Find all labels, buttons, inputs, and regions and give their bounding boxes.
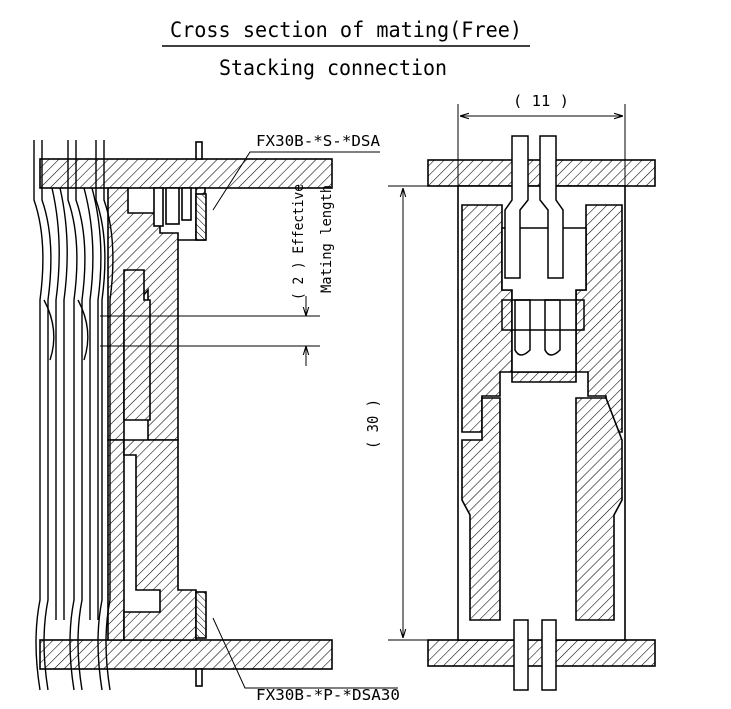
top-slot-3 xyxy=(181,187,192,221)
side-section-view xyxy=(33,140,398,691)
bottom-fitting xyxy=(195,591,207,639)
receptacle-part-label: FX30B-*S-*DSA xyxy=(256,132,380,150)
mating-length-label: Mating length xyxy=(319,185,335,293)
housing-lower-body xyxy=(123,439,197,641)
front-plug-right xyxy=(575,397,623,621)
receptacle-tongue xyxy=(123,269,151,421)
top-fitting-tail xyxy=(195,141,203,160)
top-slot-2 xyxy=(165,187,180,225)
top-fitting xyxy=(195,193,207,241)
title-line-1: Cross section of mating(Free) xyxy=(170,18,522,42)
title-line-2: Stacking connection xyxy=(219,56,447,80)
plug-part-label: FX30B-*P-*DSA30 xyxy=(256,686,400,704)
front-plug xyxy=(461,397,501,621)
plug-leader xyxy=(212,617,398,689)
effective-mating-label: ( 2 ) Effective xyxy=(291,184,307,300)
height-dim-label: ( 30 ) xyxy=(364,399,382,449)
width-dim-label: ( 11 ) xyxy=(513,92,569,110)
top-pcb xyxy=(39,158,333,189)
front-section-view xyxy=(388,104,656,691)
front-contacts-top xyxy=(501,135,585,356)
bottom-fitting-tail xyxy=(195,668,203,687)
contacts xyxy=(33,140,114,691)
bottom-pcb xyxy=(39,639,333,670)
top-slot-1 xyxy=(153,187,164,227)
title-block: Cross section of mating(Free) Stacking c… xyxy=(162,18,530,80)
receptacle-leader xyxy=(212,151,380,211)
front-contacts-bottom xyxy=(513,619,557,691)
